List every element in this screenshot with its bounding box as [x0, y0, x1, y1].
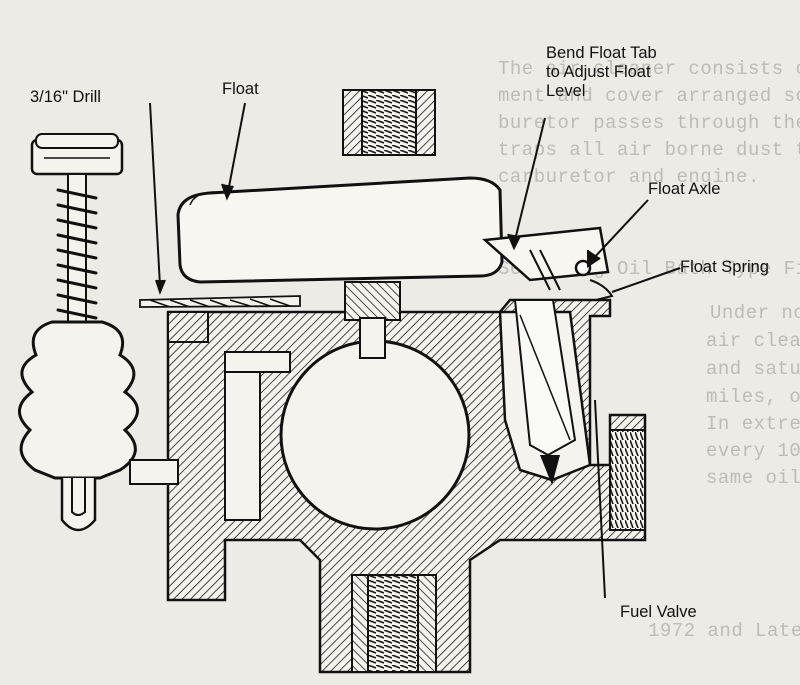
- adjustment-screw: [30, 133, 124, 335]
- float-spring: [589, 279, 614, 301]
- background-text-line: and saturate with engine oil after every…: [706, 358, 800, 380]
- background-text-line: carburetor and engine.: [498, 166, 760, 188]
- float: [176, 176, 610, 291]
- label-bend-tab-line: Level: [546, 82, 586, 100]
- background-text-line: The air cleaner consists of a back plate…: [498, 58, 800, 80]
- background-text-line: air cleaner and wash in naptha or safety…: [706, 330, 800, 352]
- label-bend-tab-line: Bend Float Tab: [546, 44, 657, 62]
- top-threaded-inlet: [342, 89, 436, 156]
- background-text-line: traps all air borne dust to keep it from…: [498, 139, 800, 161]
- background-text-line: In extremely dusty service, clean the fi…: [706, 413, 800, 435]
- fuel-valve: [498, 299, 592, 485]
- background-heading: 1972 and Later Plastic Foam Type Filter …: [648, 620, 800, 642]
- background-text-line: same oil as used in the engine.: [706, 467, 800, 489]
- background-text-line: miles, or oftener under dusty or dirt co…: [706, 386, 800, 408]
- leader-lines: [149, 102, 681, 599]
- label-fuel-valve: Fuel Valve: [620, 603, 697, 621]
- background-text-line: ment and cover arranged so all air drawn…: [498, 85, 800, 107]
- drill-bit: [139, 295, 301, 308]
- float-axle: [574, 259, 592, 277]
- label-bend-tab-line: to Adjust Float: [546, 63, 651, 81]
- label-float-axle: Float Axle: [648, 180, 721, 198]
- background-text-line: every 100 hours, at least once daily. Us…: [706, 440, 800, 462]
- label-drill: 3/16" Drill: [30, 88, 101, 106]
- label-float: Float: [222, 80, 259, 98]
- background-text-line: Under normal conditions with oil bath cl…: [710, 302, 800, 324]
- rubber-boot: [18, 320, 179, 532]
- label-float-spring: Float Spring: [680, 258, 769, 276]
- background-text-line: buretor passes through the filter. A mes…: [498, 112, 800, 134]
- label-bend-float-tab: Bend Float Tab to Adjust Float Level: [546, 44, 657, 101]
